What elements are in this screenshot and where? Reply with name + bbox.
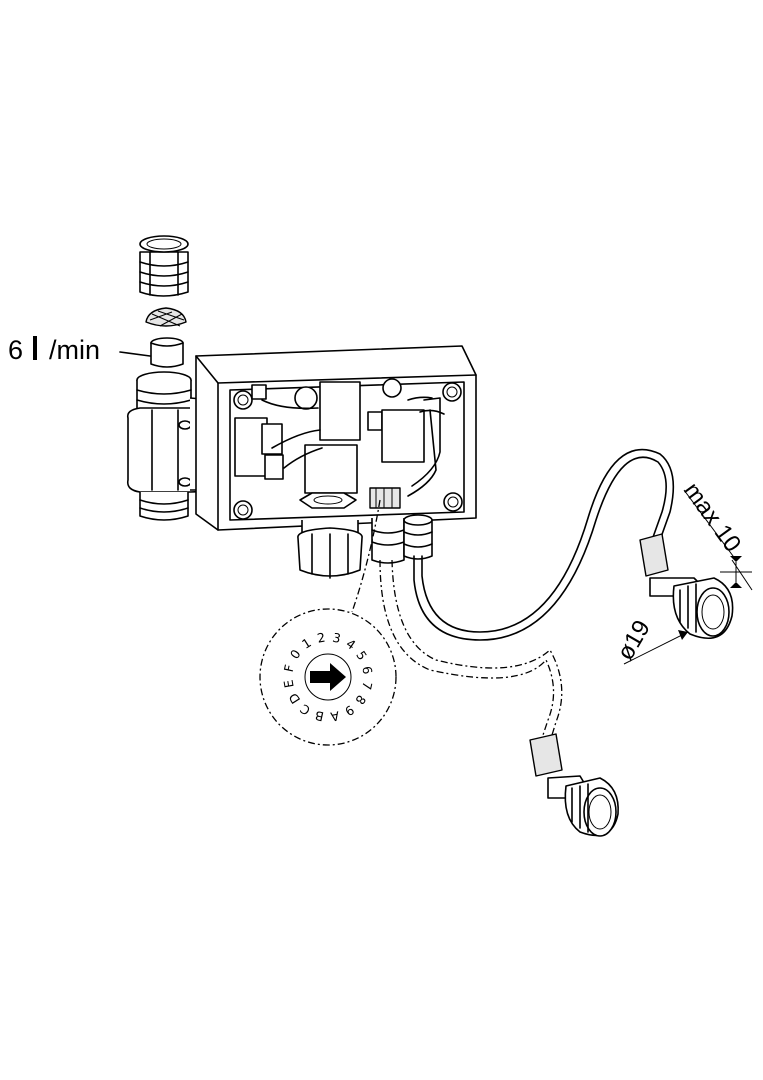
control-box	[195, 345, 477, 531]
dial-digit-3: 3	[331, 630, 342, 646]
dial-digit-7: 7	[359, 680, 375, 691]
max-length-label: max 10	[678, 478, 746, 558]
arrow-icon	[310, 663, 346, 691]
rotary-switch-callout	[259, 608, 397, 746]
dial-digit-B: B	[313, 708, 325, 725]
flow-value-label: 6	[8, 335, 23, 365]
optional-cable-dashed	[379, 559, 555, 745]
dial-digit-6: 6	[359, 665, 375, 675]
dial-digit-F: F	[281, 663, 297, 673]
sieve-filter	[145, 307, 187, 327]
push-button-cable	[413, 456, 667, 641]
cable-glands	[297, 514, 433, 579]
flow-restrictor	[150, 337, 184, 368]
diameter-label: ø19	[612, 616, 656, 665]
push-button-front	[639, 533, 734, 639]
dial-digit-A: A	[329, 708, 340, 724]
litre-symbol	[33, 336, 37, 360]
leader-line-flow	[119, 351, 151, 357]
dial-digit-2: 2	[316, 630, 326, 646]
push-button-optional	[529, 733, 619, 837]
dimension-max-length	[683, 489, 753, 591]
threaded-nipple	[139, 235, 189, 297]
flow-unit-label: /min	[49, 335, 100, 365]
dial-digit-E: E	[281, 679, 297, 689]
dimension-diameter	[623, 630, 689, 665]
